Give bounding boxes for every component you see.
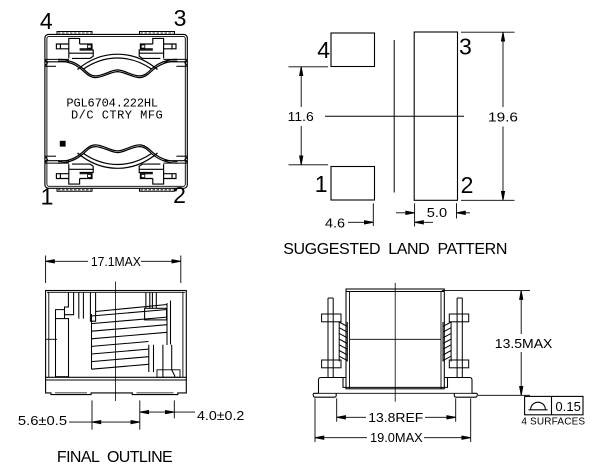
svg-text:3: 3	[174, 5, 187, 31]
svg-text:1: 1	[41, 184, 54, 210]
svg-text:PGL6704.222HL: PGL6704.222HL	[66, 96, 158, 110]
svg-text:17.1MAX: 17.1MAX	[91, 254, 141, 269]
svg-text:19.6: 19.6	[488, 110, 518, 125]
svg-text:D/C CTRY MFG: D/C CTRY MFG	[71, 109, 163, 123]
svg-text:FINAL OUTLINE: FINAL OUTLINE	[57, 449, 173, 466]
svg-text:SUGGESTED LAND PATTERN: SUGGESTED LAND PATTERN	[283, 241, 508, 258]
svg-text:4: 4	[40, 8, 53, 34]
svg-text:4: 4	[317, 37, 330, 63]
svg-text:4.6: 4.6	[325, 215, 345, 230]
svg-text:19.0MAX: 19.0MAX	[370, 430, 423, 445]
svg-text:0.15: 0.15	[555, 399, 581, 414]
svg-text:5.0: 5.0	[427, 205, 447, 220]
svg-text:4.0±0.2: 4.0±0.2	[197, 408, 244, 423]
svg-text:11.6: 11.6	[288, 109, 314, 124]
svg-text:4 SURFACES: 4 SURFACES	[521, 417, 585, 428]
svg-text:3: 3	[459, 34, 472, 60]
svg-text:13.8REF: 13.8REF	[368, 410, 423, 425]
svg-text:2: 2	[173, 182, 186, 208]
svg-text:5.6±0.5: 5.6±0.5	[18, 413, 67, 428]
svg-text:13.5MAX: 13.5MAX	[495, 336, 553, 351]
svg-text:2: 2	[461, 172, 474, 198]
svg-text:1: 1	[315, 171, 328, 197]
